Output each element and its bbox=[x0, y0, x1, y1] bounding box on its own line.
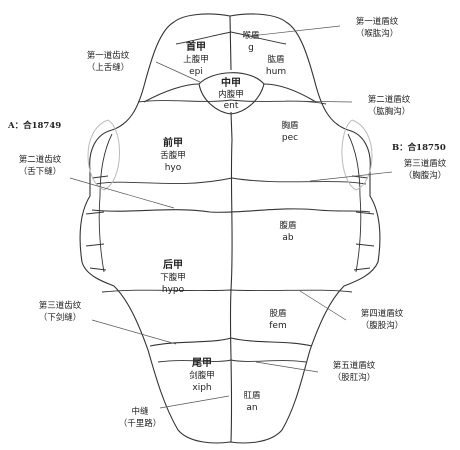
leader-groove4 bbox=[299, 290, 347, 321]
callout-groove1-l2: （喉肱沟） bbox=[356, 28, 399, 39]
plate-ent-big: 中甲 bbox=[221, 76, 241, 89]
plate-hypo-big: 后甲 bbox=[163, 258, 183, 271]
scute-an-code: an bbox=[246, 403, 257, 413]
plate-hyo-cn: 舌腹甲 bbox=[160, 150, 186, 161]
ent-outline bbox=[198, 72, 265, 115]
plate-epi-cn: 上腹甲 bbox=[183, 54, 209, 65]
callout-groove4-l2: （腹股沟） bbox=[361, 320, 404, 331]
plate-xiph-big: 尾甲 bbox=[192, 357, 212, 369]
right-bridge-detail bbox=[347, 133, 375, 273]
leader-suture3 bbox=[91, 319, 177, 345]
plate-ent-cn: 内腹甲 bbox=[218, 89, 244, 100]
scute-hum-cn: 肱盾 bbox=[267, 54, 285, 65]
scute-pec-code: pec bbox=[282, 133, 298, 143]
plate-ent-code: ent bbox=[224, 101, 239, 111]
join-label-b: B：合18750 bbox=[392, 142, 446, 153]
callout-groove4-l1: 第四道盾纹 bbox=[361, 308, 404, 319]
callout-midline-l1: 中缝 bbox=[131, 406, 149, 417]
plate-hypo-cn: 下腹甲 bbox=[160, 272, 186, 283]
scute-fem-cn: 股盾 bbox=[269, 308, 287, 319]
callout-suture3-l1: 第三道齿纹 bbox=[39, 300, 82, 311]
plate-hyo-big: 前甲 bbox=[163, 136, 183, 149]
callout-suture2-l2: （舌下缝） bbox=[19, 166, 62, 177]
plastron-outline bbox=[79, 13, 381, 444]
callout-groove3-l2: （胸腹沟） bbox=[404, 170, 447, 181]
left-bridge-detail bbox=[85, 133, 113, 273]
suture-epi-hyo bbox=[143, 83, 317, 103]
leader-midline bbox=[159, 395, 230, 409]
plate-xiph-cn: 剑腹甲 bbox=[189, 370, 215, 381]
callout-groove2-l1: 第二道盾纹 bbox=[368, 94, 411, 105]
suture-hypo-xiph bbox=[149, 337, 313, 347]
join-mark-a bbox=[87, 119, 120, 191]
leader-suture1 bbox=[155, 61, 201, 83]
join-mark-b bbox=[341, 119, 373, 191]
callout-suture2-l1: 第二道齿纹 bbox=[19, 154, 62, 165]
callout-groove1-l1: 第一道盾纹 bbox=[356, 16, 399, 27]
plate-xiph-code: xiph bbox=[192, 383, 211, 393]
groove-gular-humeral bbox=[175, 31, 287, 45]
scute-fem-code: fem bbox=[269, 321, 286, 331]
leader-groove5 bbox=[255, 361, 319, 373]
leader-suture2 bbox=[69, 177, 175, 209]
callout-groove2-l2: （肱胸沟） bbox=[368, 106, 411, 117]
scute-pec-cn: 胸盾 bbox=[281, 120, 299, 131]
plate-hypo-code: hypo bbox=[162, 285, 185, 295]
scute-hum-code: hum bbox=[266, 67, 286, 77]
callout-midline-l2: （千里路） bbox=[119, 418, 162, 429]
callout-suture1-l1: 第一道齿纹 bbox=[87, 50, 130, 61]
leader-groove1 bbox=[249, 25, 341, 37]
scute-ab-cn: 腹盾 bbox=[279, 220, 297, 231]
leader-groove2 bbox=[285, 100, 353, 103]
suture-hyo-hypo bbox=[91, 208, 371, 213]
leader-groove3 bbox=[309, 171, 393, 182]
scute-g-cn: 喉盾 bbox=[242, 30, 260, 41]
scute-g-code: g bbox=[248, 43, 254, 53]
callout-groove5-l1: 第五道盾纹 bbox=[333, 360, 376, 371]
scute-ab-code: ab bbox=[282, 233, 294, 243]
plate-epi-big: 首甲 bbox=[186, 40, 206, 53]
plate-hyo-code: hyo bbox=[165, 163, 182, 173]
join-label-a: A：合18749 bbox=[7, 120, 61, 131]
groove-femoral-anal bbox=[157, 359, 307, 363]
callout-suture1-l2: （上舌缝） bbox=[87, 62, 130, 73]
groove-abdominal-femoral bbox=[101, 289, 353, 293]
groove-pectoral-abdominal bbox=[95, 177, 367, 185]
callout-groove3-l1: 第三道盾纹 bbox=[404, 158, 447, 169]
scute-an-cn: 肛盾 bbox=[243, 390, 261, 401]
callout-groove5-l2: （股肛沟） bbox=[333, 372, 376, 383]
callout-suture3-l2: （下剑缝） bbox=[39, 312, 82, 323]
plate-epi-code: epi bbox=[189, 67, 203, 77]
